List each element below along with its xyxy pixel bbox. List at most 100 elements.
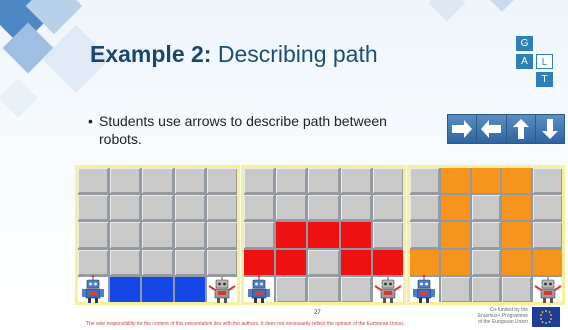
- grid-cell-grey: [174, 195, 205, 221]
- grid-cell-orange: [410, 249, 439, 275]
- grid-cell-grey: [244, 168, 275, 194]
- grid-cell-orange: [533, 249, 562, 275]
- grid-cell-orange: [502, 222, 532, 248]
- board-3: [407, 165, 565, 305]
- cofunded-line: Erasmus+ Programme: [477, 313, 528, 319]
- grid-cell-grey: [372, 195, 403, 221]
- page-title: Example 2: Describing path: [90, 41, 378, 68]
- grid-cell-orange: [440, 168, 470, 194]
- grid-cell-grey: [340, 195, 371, 221]
- eu-flag-icon: [532, 307, 560, 327]
- down-arrow-icon: [535, 115, 564, 143]
- grid-cell-grey: [533, 195, 562, 221]
- grid-cell-orange: [440, 195, 470, 221]
- disclaimer-text: The sole responsibility for the content …: [86, 321, 405, 327]
- left-arrow-icon: [477, 115, 506, 143]
- grid-cell-grey: [110, 249, 141, 275]
- grid-cell-grey: [471, 222, 501, 248]
- cofunded-line: of the European Union: [477, 319, 528, 325]
- grid-cell-grey: [410, 168, 439, 194]
- title-rest: Describing path: [211, 41, 378, 67]
- grid-cell-grey: [471, 249, 501, 275]
- grid-cell-grey: [410, 222, 439, 248]
- grid-cell-grey: [372, 222, 403, 248]
- grid-cell-grey: [110, 222, 141, 248]
- grid-cell-grey: [142, 222, 173, 248]
- grid-cell-grey: [174, 249, 205, 275]
- decor-diamond: [489, 0, 515, 12]
- grid-cell-red: [244, 249, 275, 275]
- grid-cell-grey: [533, 168, 562, 194]
- grid-cell-grey: [174, 222, 205, 248]
- grid-cell-grey: [206, 168, 237, 194]
- cofunded-line: Co-funded by the: [489, 307, 528, 313]
- glat-logo: G L A T: [514, 36, 556, 92]
- cofunded-text: Co-funded by the Erasmus+ Programme of t…: [466, 307, 528, 325]
- blue-robot-icon: [244, 274, 274, 304]
- logo-letter: A: [516, 54, 533, 69]
- board-grid: [410, 168, 563, 304]
- grid-cell-orange: [502, 195, 532, 221]
- board-grid: [244, 168, 403, 304]
- grid-cell-blue: [110, 276, 141, 302]
- grid-cell-blue: [174, 276, 205, 302]
- grid-cell-grey: [110, 195, 141, 221]
- grid-cell-grey: [471, 276, 501, 302]
- grid-cell-grey: [276, 195, 307, 221]
- grid-cell-orange: [502, 168, 532, 194]
- grid-cell-grey: [174, 168, 205, 194]
- grid-cell-grey: [308, 276, 339, 302]
- grid-cell-grey: [502, 276, 532, 302]
- grid-cell-blue: [142, 276, 173, 302]
- grid-cell-grey: [340, 276, 371, 302]
- grid-cell-red: [372, 249, 403, 275]
- grid-cell-grey: [206, 222, 237, 248]
- grid-cell-orange: [471, 168, 501, 194]
- grid-cell-grey: [308, 168, 339, 194]
- grid-cell-grey: [142, 195, 173, 221]
- grid-cell-grey: [142, 249, 173, 275]
- grid-cell-grey: [276, 168, 307, 194]
- grid-cell-grey: [440, 276, 470, 302]
- grid-cell-grey: [78, 249, 109, 275]
- grid-cell-red: [276, 222, 307, 248]
- grid-cell-orange: [440, 222, 470, 248]
- page-number: 27: [314, 310, 321, 316]
- grid-cell-grey: [340, 168, 371, 194]
- grid-cell-grey: [372, 168, 403, 194]
- grid-cell-red: [308, 222, 339, 248]
- grid-cell-grey: [276, 276, 307, 302]
- decor-diamond: [0, 78, 38, 118]
- title-bold: Example 2:: [90, 41, 212, 67]
- grid-cell-grey: [142, 168, 173, 194]
- grid-cell-grey: [533, 222, 562, 248]
- grid-cell-white: [78, 274, 109, 304]
- grid-cell-white: [244, 274, 275, 304]
- grid-cell-grey: [244, 222, 275, 248]
- grid-cell-grey: [78, 168, 109, 194]
- blue-robot-icon: [78, 274, 108, 304]
- grid-cell-grey: [110, 168, 141, 194]
- logo-letter: G: [516, 36, 533, 51]
- board-2: [241, 165, 406, 305]
- grey-robot-icon: [207, 274, 237, 304]
- grid-cell-white: [372, 275, 403, 304]
- grid-cell-red: [340, 249, 371, 275]
- logo-letter: L: [536, 54, 553, 69]
- grid-cell-white: [410, 275, 439, 304]
- grid-cell-grey: [471, 195, 501, 221]
- bullet-text: Students use arrows to describe path bet…: [99, 113, 387, 147]
- grid-cell-grey: [206, 195, 237, 221]
- grid-cell-grey: [78, 195, 109, 221]
- grid-cell-red: [276, 249, 307, 275]
- grid-cell-orange: [502, 249, 532, 275]
- bullet-marker: •: [88, 113, 93, 129]
- grid-cell-white: [533, 274, 563, 304]
- grey-robot-icon: [533, 274, 563, 304]
- up-arrow-icon: [506, 115, 535, 143]
- grid-cell-grey: [308, 249, 339, 275]
- grid-cell-red: [340, 222, 371, 248]
- grid-cell-grey: [308, 195, 339, 221]
- board-1: [75, 165, 240, 305]
